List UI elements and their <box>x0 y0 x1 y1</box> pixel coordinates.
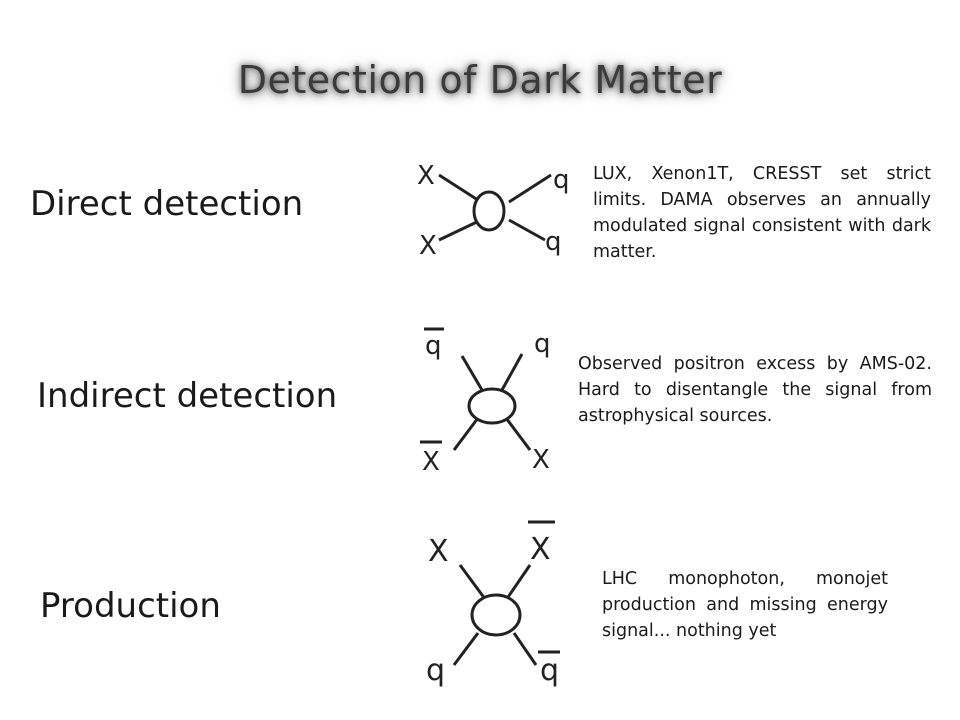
particle-bottom-left: X <box>419 231 437 261</box>
interaction-vertex <box>472 190 506 232</box>
particle-bottom-left: q <box>426 653 445 688</box>
interaction-vertex <box>470 593 522 637</box>
particle-top-left: X <box>417 161 435 191</box>
particle-top-right: X <box>530 532 551 567</box>
description-direct: LUX, Xenon1T, CRESST set strict limits. … <box>593 164 931 262</box>
line-bottom-right <box>508 218 546 242</box>
line-bottom-right <box>504 417 532 451</box>
particle-bottom-right: q <box>540 653 559 688</box>
method-label-production: Production <box>40 586 221 626</box>
particle-bottom-left: X <box>422 447 440 477</box>
particle-top-right: q <box>553 165 570 195</box>
line-bottom-left <box>452 632 480 666</box>
particle-top-left: q <box>425 331 442 361</box>
line-top-right <box>500 353 524 391</box>
line-top-left <box>460 355 484 391</box>
particle-top-right: q <box>534 329 551 359</box>
method-label-direct: Direct detection <box>30 184 304 224</box>
line-bottom-left <box>438 218 482 242</box>
particle-bottom-right: q <box>545 227 562 257</box>
line-bottom-right <box>512 632 538 666</box>
feynman-diagram-indirect: q q X X <box>420 327 551 477</box>
particle-bottom-right: X <box>532 445 550 475</box>
feynman-diagram-direct: X X q q <box>417 161 570 261</box>
slide-title: Detection of Dark Matter <box>237 58 723 102</box>
particle-top-left: X <box>428 534 449 569</box>
feynman-diagram-production: X X q q <box>426 520 560 688</box>
line-bottom-left <box>452 417 480 451</box>
interaction-vertex <box>467 387 517 425</box>
method-label-indirect: Indirect detection <box>37 376 338 416</box>
description-production: LHC monophoton, monojet production and m… <box>602 569 888 641</box>
description-indirect: Observed positron excess by AMS-02. Hard… <box>578 354 932 426</box>
line-top-right <box>508 173 552 204</box>
line-top-left <box>438 173 482 204</box>
